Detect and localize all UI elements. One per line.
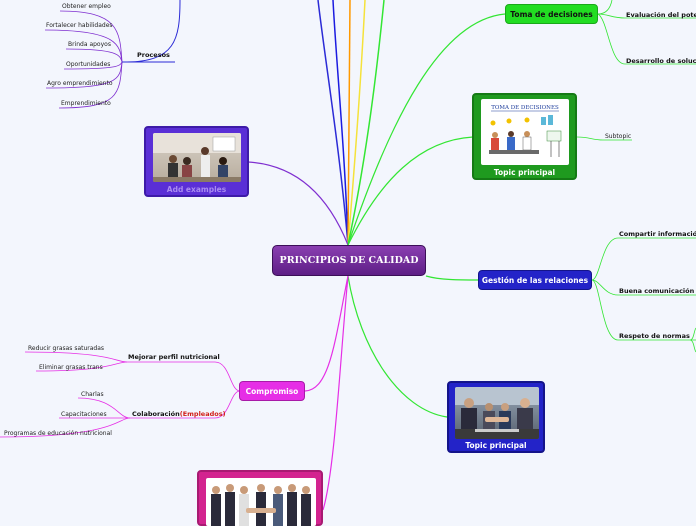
procesos-item-emprendimiento[interactable]: Emprendimiento (61, 100, 111, 107)
procesos-node[interactable]: Procesos (137, 51, 170, 59)
compartir-informacion[interactable]: Compartir información (619, 230, 696, 238)
topic-card-1-caption: Topic principal (493, 168, 556, 177)
meeting-photo (153, 133, 241, 182)
add-examples-card[interactable]: Add examples (144, 126, 249, 197)
colaboracion-label-suffix: (Empleados) (179, 410, 226, 418)
team-photo-card[interactable] (197, 470, 323, 526)
topic-card-2-caption: Topic principal (465, 441, 527, 450)
toma-de-decisiones-node[interactable]: Toma de decisiones (505, 4, 598, 24)
evaluacion-potencial[interactable]: Evaluación del potencial (626, 11, 696, 19)
gestion-relaciones-node[interactable]: Gestión de las relaciones (478, 270, 592, 290)
charlas[interactable]: Charlas (81, 391, 104, 398)
decision-making-illustration: TOMA DE DECISIONES (481, 99, 569, 165)
compromiso-node[interactable]: Compromiso (239, 381, 305, 401)
topic-card-decisiones[interactable]: TOMA DE DECISIONES Topic principal (472, 93, 577, 180)
mejorar-perfil-nutricional[interactable]: Mejorar perfil nutricional (128, 353, 220, 361)
reducir-grasas-saturadas[interactable]: Reducir grasas saturadas (28, 345, 105, 352)
handshake-photo (455, 387, 539, 439)
desarrollo-soluciones[interactable]: Desarrollo de soluciones (626, 57, 696, 65)
procesos-item-obtener-empleo[interactable]: Obtener empleo (62, 3, 111, 10)
buena-comunicacion[interactable]: Buena comunicación (619, 287, 695, 295)
capacitaciones[interactable]: Capacitaciones (61, 411, 107, 418)
programas-educacion-nutricional[interactable]: Programas de educación nutricional (4, 430, 112, 437)
central-topic[interactable]: PRINCIPIOS DE CALIDAD (272, 245, 426, 276)
procesos-item-fortalecer-habilidades[interactable]: Fortalecer habilidades (46, 22, 113, 29)
colaboracion-node[interactable]: Colaboración(Empleados) (132, 410, 226, 419)
team-photo (206, 478, 316, 526)
eliminar-grasas-trans[interactable]: Eliminar grasas trans (39, 364, 103, 371)
procesos-item-oportunidades[interactable]: Oportunidades (66, 61, 111, 68)
respeto-normas[interactable]: Respeto de normas (619, 332, 690, 340)
topic-card-handshake[interactable]: Topic principal (447, 381, 545, 453)
illustration-title: TOMA DE DECISIONES (491, 105, 559, 111)
add-examples-caption: Add examples (166, 185, 227, 194)
colaboracion-label: Colaboración (132, 410, 180, 418)
subtopic-label[interactable]: Subtopic (605, 133, 632, 140)
procesos-item-brinda-apoyos[interactable]: Brinda apoyos (68, 41, 111, 48)
procesos-item-agro-emprendimiento[interactable]: Agro emprendimiento (47, 80, 113, 87)
